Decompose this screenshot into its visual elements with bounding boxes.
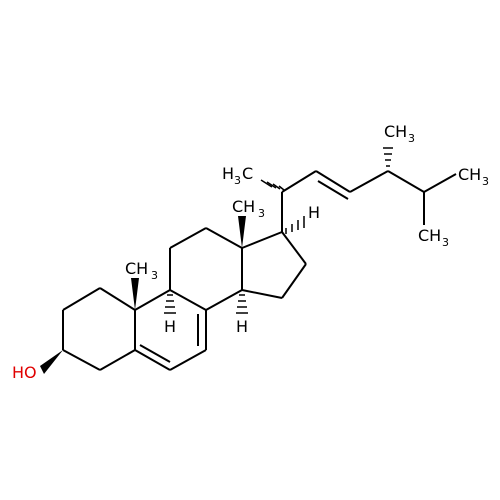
bond xyxy=(241,289,283,299)
double-bond-inner xyxy=(317,180,349,200)
bond xyxy=(281,231,307,265)
bond xyxy=(99,287,136,311)
methyl-c24-label: CH 3 xyxy=(384,122,415,145)
ring-c xyxy=(169,227,243,311)
svg-text:CH: CH xyxy=(418,226,441,245)
ring-a xyxy=(62,287,136,371)
bond xyxy=(169,289,207,311)
bond xyxy=(387,170,425,193)
bond xyxy=(169,349,207,371)
hydroxyl-label: HO xyxy=(12,363,37,382)
svg-text:C: C xyxy=(242,164,253,183)
methyl-c10-label: CH 3 xyxy=(125,259,158,282)
svg-text:3: 3 xyxy=(258,207,265,220)
bond xyxy=(423,173,457,193)
bond xyxy=(134,349,171,371)
svg-text:H: H xyxy=(222,164,234,183)
h-c17-label: H xyxy=(308,203,320,222)
bond xyxy=(281,263,307,299)
bond xyxy=(349,170,389,193)
svg-text:3: 3 xyxy=(482,175,489,188)
methyl-c26-label: CH 3 xyxy=(458,165,489,188)
wedge-bond-c13-methyl xyxy=(238,216,246,248)
ring-b xyxy=(134,289,207,371)
svg-text:CH: CH xyxy=(384,122,407,141)
bond xyxy=(205,289,243,311)
hash-bond-c14-h xyxy=(236,294,248,314)
bond xyxy=(205,227,243,249)
bond xyxy=(62,287,101,311)
svg-text:CH: CH xyxy=(232,197,255,216)
side-chain xyxy=(281,170,457,232)
h-c14-label: H xyxy=(236,317,248,336)
hash-bond-c9-h xyxy=(164,294,176,314)
double-bond-inner xyxy=(139,344,171,363)
wedge-bond-c3-oh xyxy=(40,350,63,374)
bond xyxy=(62,349,101,371)
methyl-c13-label: CH 3 xyxy=(232,197,265,220)
hash-bond-c20-methyl xyxy=(260,179,285,191)
hydroxyl-text: HO xyxy=(12,363,37,382)
svg-text:3: 3 xyxy=(408,132,415,145)
svg-text:CH: CH xyxy=(125,259,148,278)
ring-d xyxy=(241,231,307,299)
svg-text:3: 3 xyxy=(442,236,449,249)
svg-text:3: 3 xyxy=(234,174,241,187)
bond xyxy=(241,231,283,249)
bond xyxy=(99,349,136,371)
bond xyxy=(315,170,351,193)
hash-bond-c17-h xyxy=(285,216,305,234)
svg-text:CH: CH xyxy=(458,165,481,184)
bond xyxy=(134,289,171,311)
bond xyxy=(169,227,207,249)
methyl-c20-label: H 3 C xyxy=(222,164,253,187)
h-c9-label: H xyxy=(164,317,176,336)
bond xyxy=(281,170,317,193)
hash-bond-c24-methyl xyxy=(383,147,393,167)
methyl-c27-label: CH 3 xyxy=(418,226,449,249)
wedge-bond-c10-methyl xyxy=(131,278,139,310)
svg-text:3: 3 xyxy=(151,269,158,282)
